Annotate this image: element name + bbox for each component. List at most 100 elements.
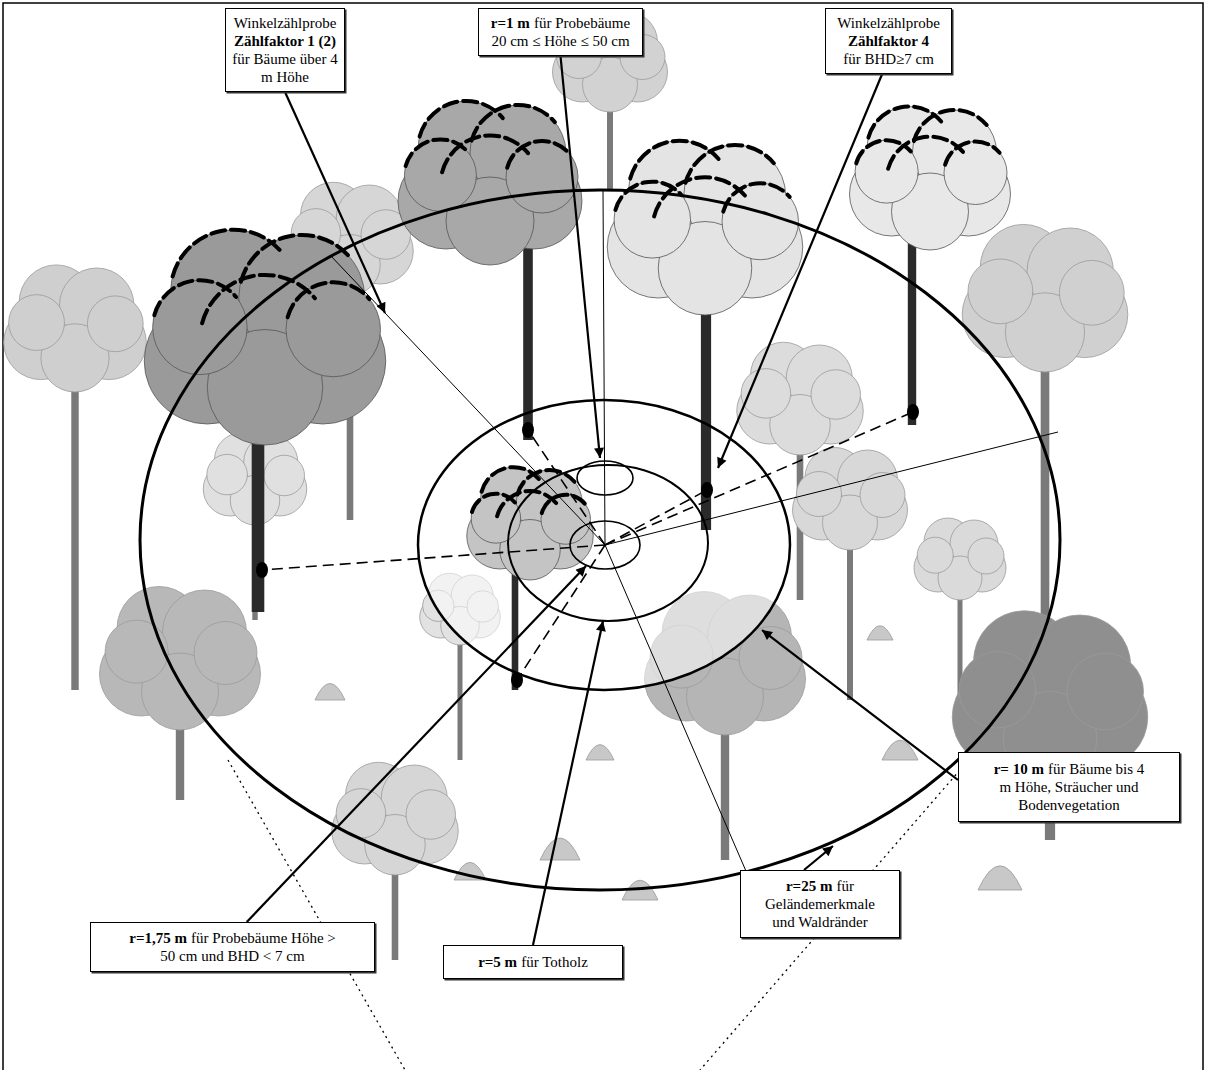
background-tree [793,448,908,701]
dashed-sight-line [528,430,605,545]
dotted-line [700,770,960,1070]
dashed-sight-line [605,412,913,545]
dashed-sight-line [517,545,605,680]
sample-tree-dot [907,404,919,420]
crown-outline [542,495,585,513]
sample-tree [144,230,386,612]
tree-crown [406,790,456,840]
callout-box: r=5 mfür Totholz [443,945,623,979]
leader-arrow [804,846,833,870]
crown-outline [472,105,555,141]
sight-line [605,545,752,885]
shrub [882,740,918,760]
background-tree [287,182,414,520]
sample-tree-dot [256,562,268,578]
tree-crown [404,139,476,211]
shrub [978,866,1022,890]
shrub [586,745,614,760]
shrub [315,684,345,701]
plot-circle-25m [140,190,1060,890]
sample-tree-dot [701,482,713,498]
background-tree [100,587,261,801]
tree-crown [917,537,953,573]
tree-crown [194,622,257,685]
leader-arrow [762,630,958,780]
tree-crown [968,538,1004,574]
callout-text: für Totholz [521,954,588,970]
tree-crown [1059,260,1124,325]
crown-outline [173,230,282,277]
dashed-sight-line [262,545,605,570]
callout-heading: r= 10 m [994,761,1044,777]
crown-outline [914,110,987,141]
tree-crown [9,295,65,351]
crown-outline [868,106,941,137]
callout-text: für BHD≥7 cm [830,50,947,68]
callout-text: Winkelzählprobe [230,14,340,32]
callout-heading: Zählfaktor 4 [830,32,947,50]
crown-outline [945,142,1000,165]
dashed-sight-line [605,490,707,545]
shrub [540,838,580,860]
crown-outline [723,183,789,211]
leader-arrow [247,566,586,922]
tree-trunk [71,358,78,690]
callout-box: r= 10 mfür Bäume bis 4 m Höhe, Sträucher… [958,752,1180,822]
crown-outline [406,139,468,166]
sight-line [603,190,605,545]
tree-crown [541,495,591,545]
tree-crown [264,455,305,496]
callout-box: WinkelzählprobeZählfaktor 1 (2)für Bäume… [225,8,345,92]
callout-heading: r=5 m [478,954,517,970]
plot-circles [140,190,1060,890]
figure-frame [3,3,1203,1070]
sample-tree-marks [256,404,919,688]
tree-crown [506,141,578,213]
tree-crown [286,282,381,377]
tree-crown [87,296,143,352]
leader-arrow [561,56,601,458]
crown-outline [154,280,236,315]
sample-tree [398,101,582,440]
callout-box: r=1 mfür Probebäume 20 cm ≤ Höhe ≤ 50 cm [478,8,643,56]
tree-crown [968,259,1033,324]
callout-heading: r=1,75 m [129,930,187,946]
callout-box: r=25 mfür Geländemerkmale und Waldränder [740,870,900,938]
callout-text: Winkelzählprobe [830,14,947,32]
crown-outline [856,140,911,163]
sample-tree-dot [511,672,523,688]
crown-outline [288,282,370,317]
crown-outline [482,467,539,492]
tree-crown [207,454,248,495]
callout-heading: r=1 m [491,15,530,31]
tree-crown [811,370,861,420]
tree-trunk [523,221,533,440]
crown-outline [686,145,774,183]
crown-outline [615,182,681,210]
crown-outline [507,141,569,168]
callout-box: r=1,75 mfür Probebäume Höhe > 50 cm und … [90,922,375,972]
sample-tree [850,106,1011,425]
crown-outline [420,101,503,137]
crown-outline [630,141,718,179]
tree-crown [797,472,842,517]
shrub [867,626,893,640]
sample-tree-dot [522,422,534,438]
sight-line [330,255,605,545]
callout-heading: Zählfaktor 1 (2) [230,32,340,50]
sight-line [605,432,1058,545]
leader-arrow [533,621,603,945]
leader-arrow [718,74,882,468]
callout-heading: r=25 m [786,878,832,894]
callout-box: WinkelzählprobeZählfaktor 4für BHD≥7 cm [825,8,952,74]
tree-trunk [458,626,463,760]
leader-arrows [247,56,958,945]
tree-crown [855,140,918,203]
crown-outline [472,494,515,512]
leader-arrow [285,92,385,313]
tree-crown [1067,653,1144,730]
tree-crown [105,620,168,683]
